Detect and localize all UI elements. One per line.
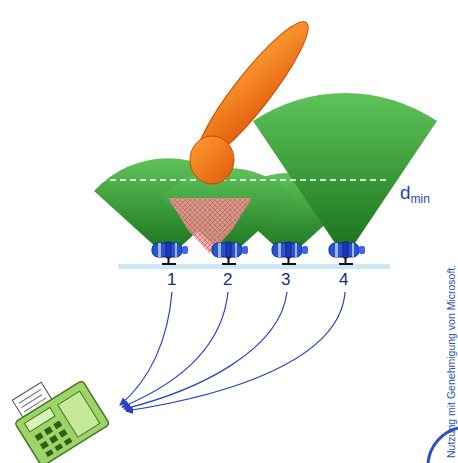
label-holder: Nutzung mit Genehmigung von Microsoft. <box>441 265 458 458</box>
label-holder: 4 <box>339 270 348 290</box>
callout-number: 1 <box>167 270 176 289</box>
callout-number: 3 <box>281 270 290 289</box>
sensor <box>272 242 308 265</box>
sensor <box>329 242 365 265</box>
cash-register <box>4 363 110 463</box>
callout-number: 4 <box>339 270 348 289</box>
label-holder: dmin <box>400 182 430 206</box>
sensor <box>152 242 188 265</box>
label-holder: 3 <box>281 270 290 290</box>
dmin-line <box>100 179 388 181</box>
label-holder: 1 <box>167 270 176 290</box>
sensor <box>212 242 248 265</box>
robot-joint <box>190 136 234 184</box>
callout-number: 2 <box>223 270 232 289</box>
label-holder: 2 <box>223 270 232 290</box>
signal-arrows <box>120 292 345 411</box>
dimension-subscript: min <box>411 192 430 206</box>
dimension-symbol: d <box>400 182 411 203</box>
watermark: Nutzung mit Genehmigung von Microsoft. <box>445 265 457 458</box>
detection-zone <box>253 93 437 258</box>
